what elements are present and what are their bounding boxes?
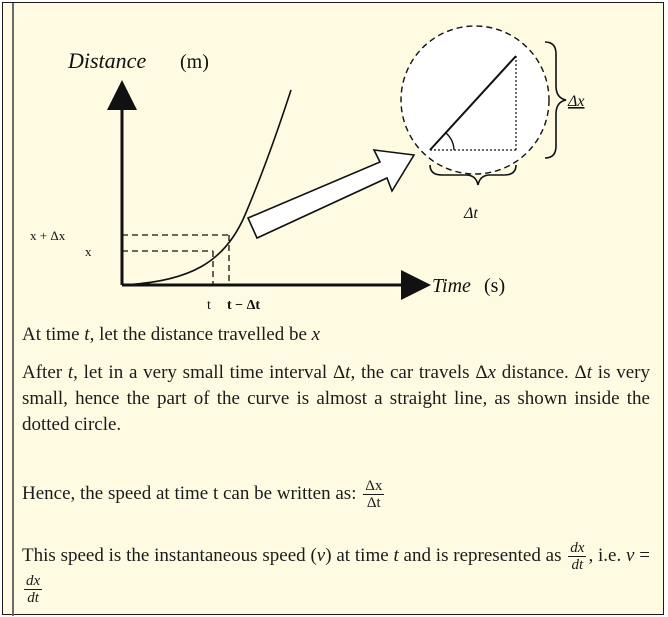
zoom-horizontal-label: Δt <box>463 205 478 222</box>
horizontal-brace <box>429 164 517 186</box>
distance-curve <box>121 89 292 286</box>
distance-time-diagram: x + Δx x t t − Δt Distance (m) Time (s) … <box>30 25 585 313</box>
paragraph-1: At time t, let the distance travelled be… <box>22 324 321 345</box>
x-axis-title: Time <box>432 275 471 297</box>
paragraph-3: Hence, the speed at time t can be writte… <box>22 478 385 511</box>
y-axis-title: Distance <box>67 48 146 73</box>
y-tick-lower: x <box>85 244 92 259</box>
x-tick-right: t − Δt <box>227 298 260 313</box>
zoom-triangle <box>429 55 517 151</box>
card-left-rule <box>12 3 14 616</box>
zoom-arrow <box>246 149 416 240</box>
x-tick-left: t <box>207 298 211 313</box>
dashed-guides <box>122 234 230 285</box>
y-axis-unit: (m) <box>180 51 209 73</box>
vertical-brace <box>544 41 567 159</box>
paragraph-2: After t, let in a very small time interv… <box>22 362 650 435</box>
y-tick-upper: x + Δx <box>30 228 66 243</box>
zoom-vertical-label: Δx <box>567 93 585 110</box>
paragraph-4: This speed is the instantaneous speed (v… <box>22 540 651 606</box>
x-axis-unit: (s) <box>484 275 505 297</box>
